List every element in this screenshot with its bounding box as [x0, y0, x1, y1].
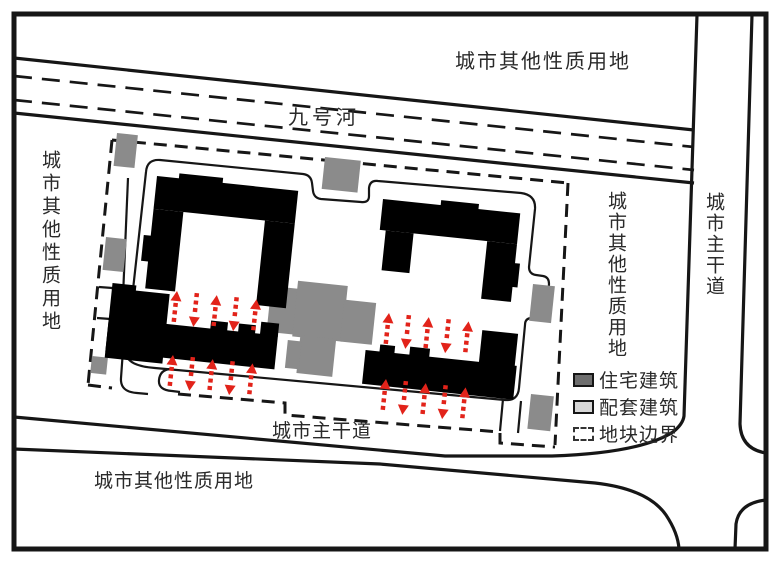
support-buildings	[90, 133, 555, 432]
ventilation-arrow-group	[379, 379, 470, 422]
river-band	[13, 56, 695, 185]
label-main-road-right: 城市主干道	[703, 192, 724, 297]
arrow-shaft	[246, 375, 254, 398]
ventilation-arrows	[166, 291, 473, 422]
residential-building-nw	[141, 173, 299, 309]
arrow-down-icon	[400, 338, 412, 349]
arrow-shaft	[441, 385, 448, 408]
legend-label-boundary: 地块边界	[599, 425, 680, 446]
arrow-down-icon	[397, 404, 409, 415]
support-building	[113, 133, 138, 169]
arrow-up-icon	[419, 383, 431, 394]
label-other-land-top: 城市其他性质用地	[455, 51, 631, 73]
arrow-up-icon	[246, 363, 257, 374]
arrow-shaft	[419, 394, 427, 418]
arrow-up-icon	[250, 299, 261, 310]
legend-label-residential: 住宅建筑	[599, 371, 680, 392]
arrow-shaft	[422, 328, 430, 352]
south-entrance	[498, 398, 523, 434]
plot-boundary	[86, 138, 570, 449]
support-building	[321, 157, 361, 193]
support-building	[102, 237, 127, 273]
arrow-shaft	[404, 314, 412, 338]
arrow-shaft	[228, 361, 235, 384]
arrow-shaft	[171, 302, 178, 326]
arrow-up-icon	[210, 295, 222, 306]
arrow-down-icon	[188, 316, 200, 327]
arrow-shaft	[462, 333, 470, 356]
road-se-corner	[733, 498, 767, 550]
label-other-land-bottom: 城市其他性质用地	[94, 471, 255, 492]
ventilation-arrow-group	[166, 355, 257, 398]
residential-building-se	[362, 330, 519, 400]
label-main-road-bottom: 城市主干道	[272, 421, 373, 442]
map-frame	[11, 11, 769, 552]
arrow-up-icon	[170, 291, 182, 302]
arrow-down-icon	[437, 408, 449, 420]
ventilation-arrow-group	[382, 313, 473, 356]
arrow-up-icon	[382, 313, 394, 324]
arrow-up-icon	[462, 321, 473, 332]
ventilation-arrow-group	[170, 291, 261, 334]
main-roads	[13, 14, 767, 550]
arrow-up-icon	[206, 359, 218, 370]
legend-item-boundary: 地块边界	[573, 423, 680, 446]
arrow-shaft	[401, 380, 409, 404]
arrow-shaft	[167, 366, 174, 390]
central-support-building	[266, 280, 377, 377]
label-other-land-left: 城市其他性质用地	[39, 150, 60, 334]
arrow-down-icon	[224, 384, 236, 396]
residential-building-sw	[104, 283, 280, 370]
legend-label-support: 配套建筑	[599, 398, 680, 419]
arrow-shaft	[250, 311, 258, 334]
arrow-shaft	[383, 324, 390, 348]
support-building	[90, 356, 108, 375]
support-swatch-icon	[573, 399, 594, 414]
arrow-shaft	[232, 297, 239, 320]
arrow-down-icon	[184, 380, 196, 391]
road-top-edge	[13, 14, 699, 458]
road-loop	[124, 158, 551, 402]
label-other-land-right: 城市其他性质用地	[605, 191, 626, 359]
arrow-shaft	[444, 319, 451, 342]
residential-building-ne	[379, 199, 521, 302]
residential-swatch-icon	[573, 372, 594, 387]
legend-item-support: 配套建筑	[573, 396, 680, 419]
legend-item-residential: 住宅建筑	[573, 369, 680, 392]
arrow-shaft	[380, 390, 387, 414]
residential-buildings	[104, 173, 521, 400]
arrow-shaft	[210, 306, 218, 330]
arrow-shaft	[206, 370, 214, 394]
arrow-down-icon	[228, 320, 240, 332]
arrow-down-icon	[440, 342, 452, 354]
arrow-up-icon	[459, 387, 470, 398]
road-right-edge	[738, 14, 767, 455]
arrow-up-icon	[422, 317, 434, 328]
sw-entrance-left	[119, 349, 149, 396]
road-bottom-edge	[13, 447, 681, 550]
sw-entrance-right	[157, 367, 181, 394]
arrow-up-icon	[166, 355, 178, 366]
arrow-shaft	[192, 292, 200, 316]
legend: 住宅建筑 配套建筑 地块边界	[573, 369, 679, 450]
arrow-shaft	[188, 356, 196, 380]
support-building	[527, 394, 554, 432]
boundary-swatch-icon	[573, 426, 594, 441]
arrow-shaft	[459, 399, 467, 422]
arrow-up-icon	[379, 379, 391, 390]
label-river: 九号河	[288, 107, 360, 129]
support-building	[529, 284, 555, 324]
